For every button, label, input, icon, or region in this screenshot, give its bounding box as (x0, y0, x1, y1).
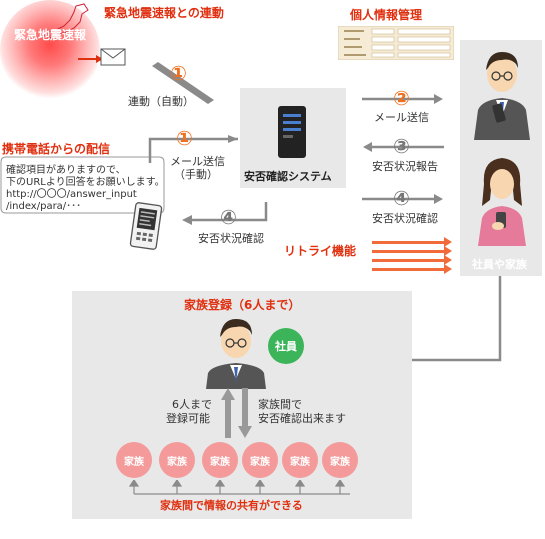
eew-badge: 緊急地震速報 (14, 28, 87, 42)
bubble-line-2: 下のURLより回答をお願いします。 (6, 177, 165, 188)
retry-arrow-3 (372, 255, 452, 265)
left-note-2: 登録可能 (166, 412, 210, 425)
phone-confirm-label: 安否状況確認 (198, 232, 264, 245)
employee-badge-label: 社員 (275, 340, 297, 353)
family-panel-title: 家族登録（6人まで） (184, 298, 301, 312)
bubble-line-4: /index/para/･･･ (6, 201, 82, 212)
family-sharing-bracket (128, 480, 350, 495)
status-report-label: 安否状況報告 (372, 160, 438, 173)
bubble-line-3: http://〇〇〇/answer_input (6, 189, 137, 200)
family-member-1: 家族 (116, 442, 152, 478)
register-up-arrow (221, 388, 235, 438)
system-label: 安否確認システム (244, 170, 332, 183)
family-member-label: 家族 (250, 456, 270, 468)
retry-arrow-4 (372, 264, 452, 274)
people-label: 社員や家族 (472, 258, 527, 271)
mobile-phone-icon (129, 202, 163, 250)
retry-arrow-2 (372, 246, 452, 256)
eew-to-system-arrow (152, 62, 214, 104)
employee-icon (206, 319, 266, 389)
family-member-3: 家族 (202, 442, 238, 478)
businessman-icon (474, 52, 530, 140)
family-member-4: 家族 (242, 442, 278, 478)
mobile-delivery-title: 携帯電話からの配信 (2, 142, 111, 156)
manual-step-number: ① (176, 126, 193, 150)
family-member-2: 家族 (159, 442, 195, 478)
eew-link-title: 緊急地震速報との連動 (104, 6, 224, 20)
eew-arrow (78, 55, 103, 63)
family-member-5: 家族 (282, 442, 318, 478)
confirm-down-arrow (238, 388, 252, 438)
phone-confirm-step-number: ④ (220, 205, 237, 229)
server-icon (278, 106, 306, 158)
status-confirm-label: 安否状況確認 (372, 212, 438, 225)
family-member-label: 家族 (167, 456, 187, 468)
bubble-text: 確認項目がありますので、 下のURLより回答をお願いします。 http://〇〇… (6, 165, 165, 213)
system-to-phone-arrow (182, 202, 268, 225)
personal-info-form-icon (338, 26, 454, 60)
family-member-label: 家族 (330, 456, 350, 468)
japan-map-icon (43, 3, 89, 39)
status-confirm-arrow (362, 194, 443, 204)
personal-info-title: 個人情報管理 (350, 8, 423, 22)
woman-icon (478, 158, 526, 246)
status-confirm-step-number: ④ (393, 186, 410, 210)
mail-send-step-number: ② (393, 86, 410, 110)
status-report-step-number: ③ (393, 134, 410, 158)
right-note-2: 安否確認出来ます (258, 412, 346, 425)
manual-label-1: メール送信 (170, 155, 225, 168)
left-note-1: 6人まで (172, 398, 212, 411)
family-member-label: 家族 (290, 456, 310, 468)
eew-radar-glow (0, 0, 100, 100)
retry-label: リトライ機能 (284, 244, 357, 258)
mail-send-arrow (362, 94, 443, 104)
eew-step-label: 連動（自動） (128, 95, 194, 108)
bubble-line-1: 確認項目がありますので、 (6, 165, 126, 176)
family-member-6: 家族 (322, 442, 358, 478)
mail-envelope-icon (100, 48, 126, 66)
employee-badge: 社員 (268, 328, 304, 364)
family-member-label: 家族 (124, 456, 144, 468)
mail-send-label: メール送信 (374, 111, 429, 124)
manual-label-2: （手動） (174, 168, 218, 181)
retry-arrow-1 (372, 237, 452, 247)
status-report-arrow (363, 142, 444, 152)
family-sharing-footer: 家族間で情報の共有ができる (160, 499, 303, 512)
right-note-1: 家族間で (258, 398, 302, 411)
family-member-label: 家族 (210, 456, 230, 468)
manual-mail-arrow (148, 135, 238, 163)
eew-step-number: ① (170, 61, 187, 85)
